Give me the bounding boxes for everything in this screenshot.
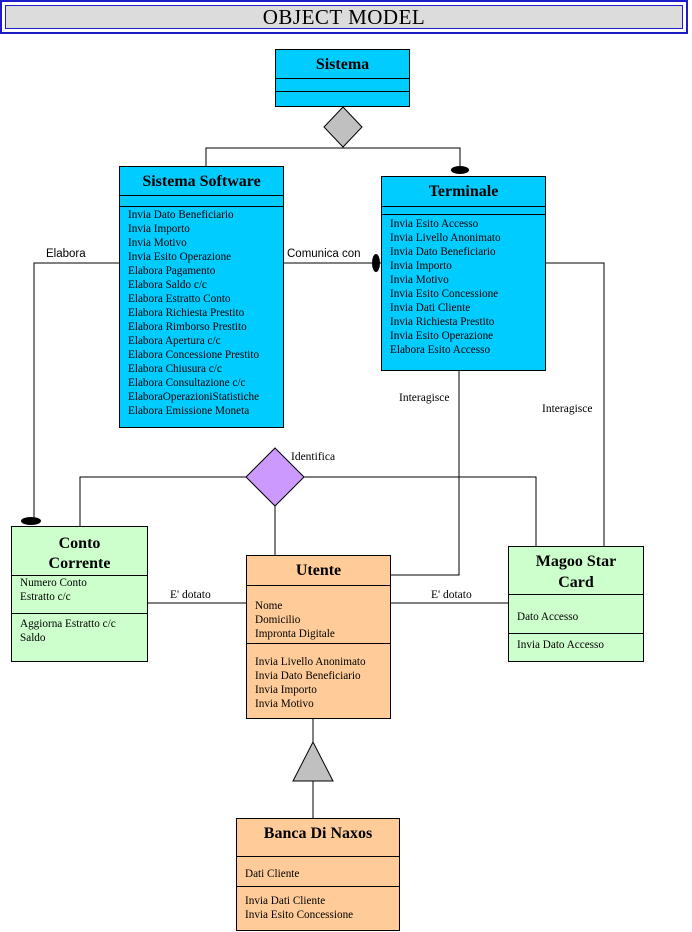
- conto-top-end: [21, 517, 41, 525]
- class-attributes: Dato Accesso: [509, 595, 643, 634]
- class-operations: Aggiorna Estratto c/c Saldo: [12, 614, 147, 645]
- operation: Invia Importo: [255, 684, 317, 696]
- class-name: Utente: [247, 556, 390, 586]
- operation: Elabora Apertura c/c: [128, 335, 221, 347]
- elabora-line: [33, 262, 119, 520]
- label-e-dotato-right: E' dotato: [431, 589, 472, 601]
- operation: Elabora Chiusura c/c: [128, 363, 222, 375]
- label-e-dotato-left: E' dotato: [170, 589, 211, 601]
- operation: Aggiorna Estratto c/c: [20, 618, 116, 630]
- attribute: Domicilio: [255, 614, 301, 626]
- generalization-triangle: [292, 740, 334, 782]
- operation: ElaboraOperazioniStatistiche: [128, 391, 260, 403]
- class-name: Terminale: [382, 177, 545, 207]
- attribute: Dati Cliente: [245, 868, 300, 880]
- operation: Elabora Estratto Conto: [128, 293, 231, 305]
- class-terminale[interactable]: Terminale Invia Esito Accesso Invia Live…: [381, 176, 546, 371]
- operation: Elabora Richiesta Prestito: [128, 307, 245, 319]
- label-interagisce-left: Interagisce: [399, 392, 450, 404]
- operation: Elabora Rimborso Prestito: [128, 321, 247, 333]
- operation: Invia Dato Beneficiario: [255, 670, 361, 682]
- class-operations: Invia Dato Beneficiario Invia Importo In…: [120, 207, 283, 418]
- operation: Invia Livello Anonimato: [390, 232, 501, 244]
- operation: Elabora Consultazione c/c: [128, 377, 246, 389]
- operation: Invia Importo: [128, 223, 190, 235]
- identifica-line-left: [79, 476, 246, 526]
- class-attributes: [120, 196, 283, 207]
- class-conto-corrente[interactable]: Conto Corrente Numero Conto Estratto c/c…: [11, 526, 148, 662]
- class-name-line: Magoo Star: [535, 553, 617, 570]
- title-bar: OBJECT MODEL: [0, 0, 688, 34]
- terminale-left-end: [372, 254, 380, 272]
- operation: Invia Esito Operazione: [128, 251, 232, 263]
- class-name: Banca Di Naxos: [237, 819, 399, 857]
- terminale-magoo-line: [546, 262, 605, 546]
- label-comunica-con: Comunica con: [287, 248, 361, 260]
- attribute: Estratto c/c: [20, 591, 71, 603]
- operation: Invia Dati Cliente: [245, 895, 326, 907]
- operation: Invia Dato Accesso: [517, 639, 604, 651]
- class-operations: Invia Dato Accesso: [509, 634, 643, 652]
- class-name-line: Corrente: [48, 555, 111, 572]
- identifica-line-right: [304, 476, 537, 546]
- label-interagisce-right: Interagisce: [542, 403, 593, 415]
- operation: Invia Importo: [390, 260, 452, 272]
- operation: Invia Esito Concessione: [245, 909, 354, 921]
- attribute: Numero Conto: [20, 577, 87, 589]
- operation: Invia Motivo: [390, 274, 449, 286]
- operation: Invia Livello Anonimato: [255, 656, 366, 668]
- operation: Invia Motivo: [128, 237, 187, 249]
- class-sistema-software[interactable]: Sistema Software Invia Dato Beneficiario…: [119, 166, 284, 428]
- operation: Invia Dato Beneficiario: [128, 209, 234, 221]
- terminale-top-end: [451, 166, 469, 174]
- aggregation-diamond: [323, 106, 363, 148]
- class-attributes: [276, 79, 409, 92]
- attribute: Nome: [255, 600, 283, 612]
- operation: Invia Richiesta Prestito: [390, 316, 495, 328]
- class-name: Magoo Star Card: [509, 547, 643, 595]
- class-name-line: Card: [558, 574, 594, 591]
- class-sistema[interactable]: Sistema: [275, 49, 410, 107]
- operation: Invia Dati Cliente: [390, 302, 471, 314]
- class-operations: Invia Livello Anonimato Invia Dato Benef…: [247, 644, 390, 711]
- aggregation-line: [205, 147, 344, 166]
- label-identifica: Identifica: [291, 451, 336, 463]
- diagram-title: OBJECT MODEL: [5, 5, 683, 29]
- class-name: Sistema Software: [120, 167, 283, 196]
- attribute: Impronta Digitale: [255, 628, 335, 640]
- class-name-line: Conto: [58, 535, 101, 552]
- operation: Invia Esito Operazione: [390, 330, 494, 342]
- class-operations: Invia Esito Accesso Invia Livello Anonim…: [382, 215, 545, 357]
- class-attributes: Dati Cliente: [237, 857, 399, 887]
- operation: Elabora Emissione Moneta: [128, 405, 250, 417]
- label-elabora: Elabora: [46, 248, 86, 260]
- operation: Invia Esito Concessione: [390, 288, 499, 300]
- class-attributes: [382, 207, 545, 215]
- class-name: Sistema: [276, 50, 409, 79]
- operation: Invia Motivo: [255, 698, 314, 710]
- operation: Elabora Saldo c/c: [128, 279, 207, 291]
- class-banca-di-naxos[interactable]: Banca Di Naxos Dati Cliente Invia Dati C…: [236, 818, 400, 931]
- operation: Saldo: [20, 632, 46, 644]
- class-operations: Invia Dati Cliente Invia Esito Concessio…: [237, 887, 399, 922]
- class-utente[interactable]: Utente Nome Domicilio Impronta Digitale …: [246, 555, 391, 719]
- operation: Elabora Pagamento: [128, 265, 216, 277]
- terminale-utente-line: [390, 371, 460, 576]
- operation: Elabora Concessione Prestito: [128, 349, 260, 361]
- operation: Invia Esito Accesso: [390, 218, 479, 230]
- class-attributes: Numero Conto Estratto c/c: [12, 576, 147, 614]
- class-attributes: Nome Domicilio Impronta Digitale: [247, 586, 390, 644]
- aggregation-line-terminale: [343, 147, 461, 168]
- operation: Elabora Esito Accesso: [390, 344, 491, 356]
- attribute: Dato Accesso: [517, 611, 579, 623]
- operation: Invia Dato Beneficiario: [390, 246, 496, 258]
- class-magoo-star-card[interactable]: Magoo Star Card Dato Accesso Invia Dato …: [508, 546, 644, 662]
- class-name: Conto Corrente: [12, 527, 147, 576]
